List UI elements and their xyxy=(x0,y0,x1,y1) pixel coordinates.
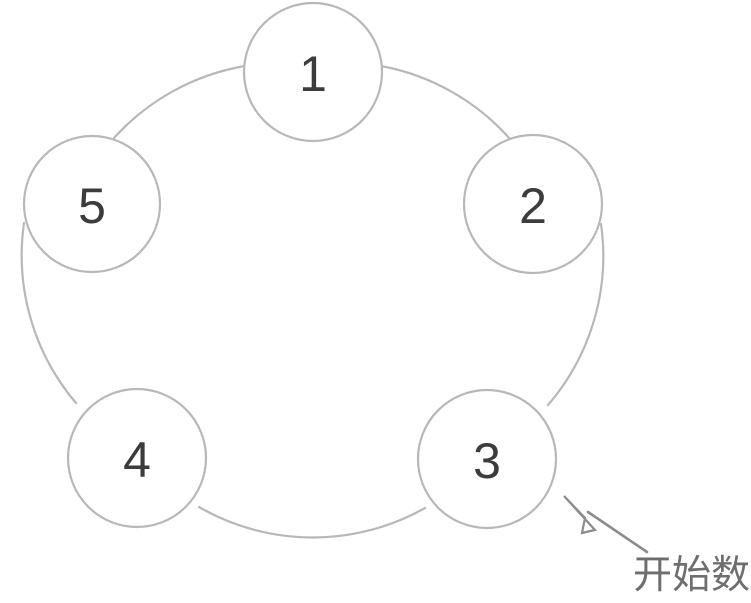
node-circle-2[interactable] xyxy=(462,133,604,275)
edge-4-5 xyxy=(20,221,78,405)
node-label-1: 1 xyxy=(299,46,327,102)
edge-1-2 xyxy=(379,64,512,141)
nodes xyxy=(22,1,604,530)
edge-5-1 xyxy=(112,64,247,140)
node-label-3: 3 xyxy=(473,433,501,489)
start-pointer-arrow xyxy=(563,495,649,554)
node-label-4: 4 xyxy=(123,432,151,488)
ring-edges xyxy=(20,64,605,539)
node-circle-5[interactable] xyxy=(22,134,162,274)
node-label-2: 2 xyxy=(519,178,547,234)
edge-3-4 xyxy=(197,505,427,539)
annotation-label: 开始数 xyxy=(633,553,750,598)
node-circle-4[interactable] xyxy=(66,387,208,529)
arrow-head-icon xyxy=(563,495,598,535)
node-labels: 1 2 3 4 5 xyxy=(78,46,547,489)
node-circle-3[interactable] xyxy=(416,388,558,530)
arrow-shaft xyxy=(586,510,649,554)
edge-2-3 xyxy=(546,222,605,407)
node-circle-1[interactable] xyxy=(242,1,384,143)
node-label-5: 5 xyxy=(78,178,106,234)
